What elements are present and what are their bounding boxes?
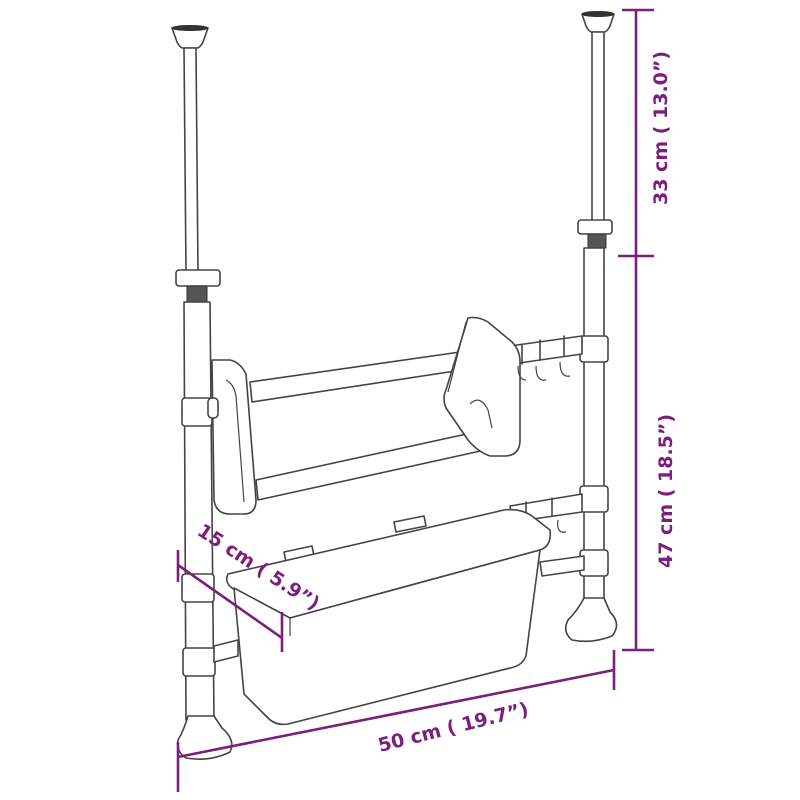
hooks-upper xyxy=(517,335,571,381)
right-pole xyxy=(564,11,618,643)
basket xyxy=(213,508,552,726)
dimension-lower-height: 47 cm ( 18.5”) xyxy=(622,256,677,652)
dim-label-47cm: 47 cm ( 18.5”) xyxy=(655,414,677,568)
left-pole xyxy=(171,25,233,760)
dim-label-50cm: 50 cm ( 19.7”) xyxy=(376,698,531,757)
dimension-top-extension: 33 cm ( 13.0”) xyxy=(618,8,672,258)
rail-shelf xyxy=(207,316,583,515)
dim-label-33cm: 33 cm ( 13.0”) xyxy=(650,51,672,205)
